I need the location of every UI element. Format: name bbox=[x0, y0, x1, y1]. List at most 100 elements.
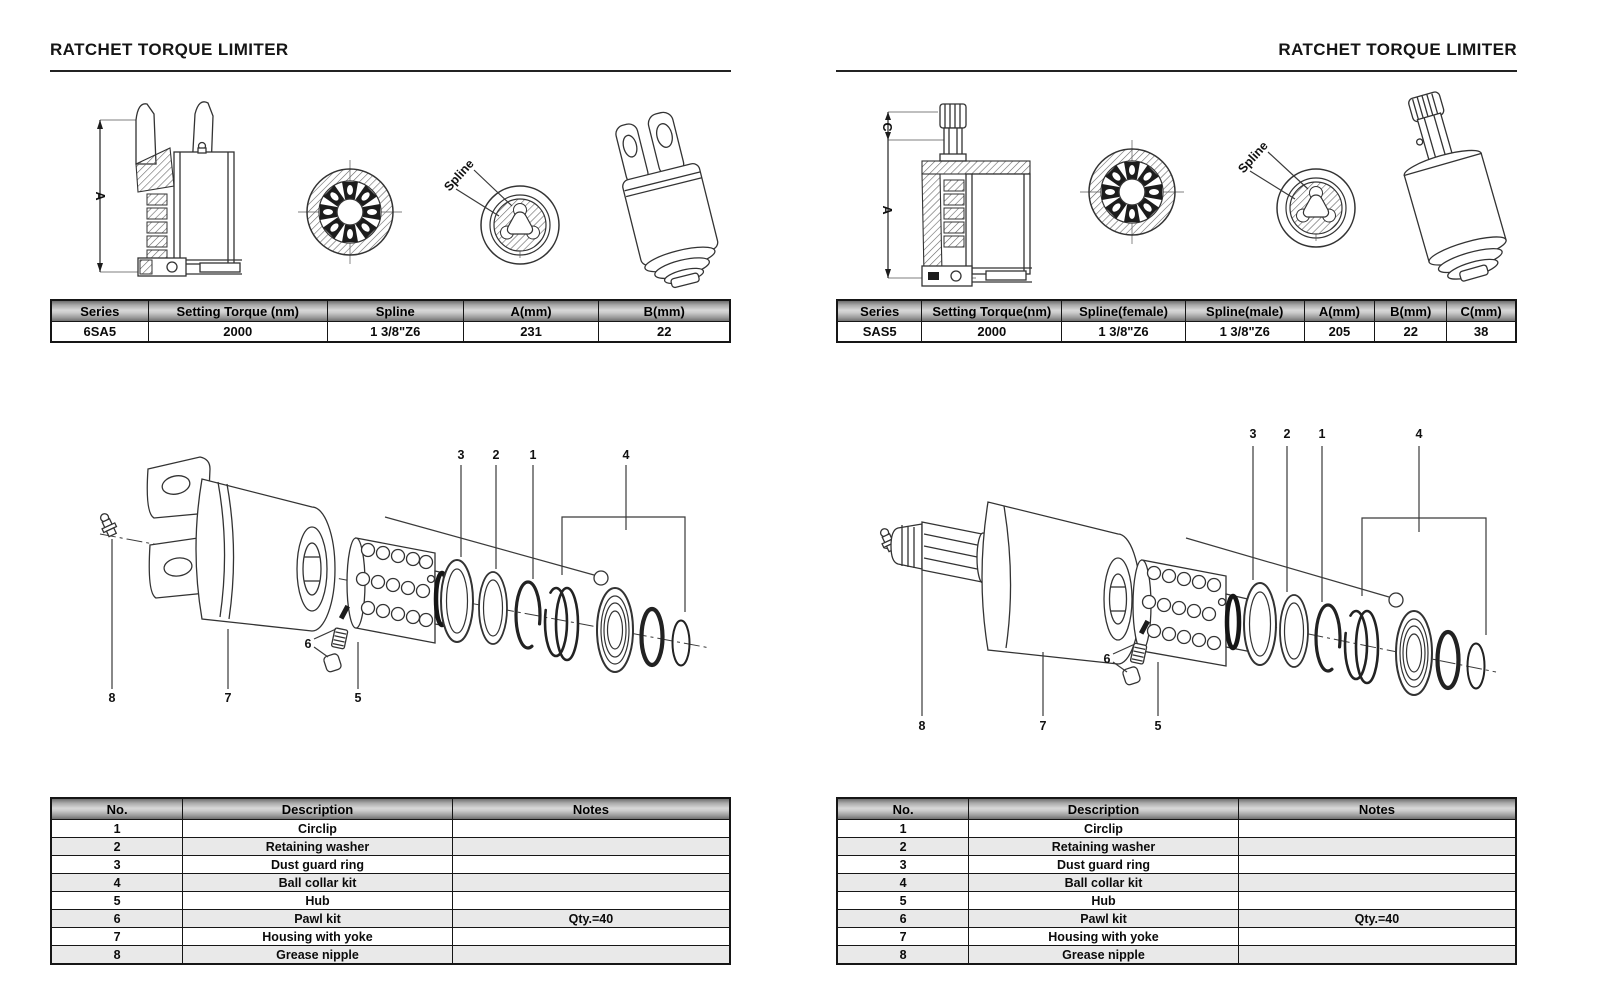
column-header: B(mm) bbox=[1374, 299, 1448, 322]
table-cell: Qty.=40 bbox=[451, 909, 731, 928]
table-cell: Ball collar kit bbox=[182, 873, 453, 892]
table-cell: Pawl kit bbox=[968, 909, 1239, 928]
table-cell: Housing with yoke bbox=[182, 927, 453, 946]
table-cell: Grease nipple bbox=[182, 945, 453, 965]
cross-section-drawing: C A bbox=[880, 103, 1032, 287]
table-cell: Housing with yoke bbox=[968, 927, 1239, 946]
table-cell: 7 bbox=[836, 927, 970, 946]
housing-with-shaft-part bbox=[890, 501, 1141, 665]
table-cell: Retaining washer bbox=[182, 837, 453, 856]
yoke-3d-drawing bbox=[615, 111, 719, 289]
shaft-cylinder-3d-drawing bbox=[1403, 91, 1507, 282]
callouts: 3 2 1 4 8 7 5 6 bbox=[919, 427, 1487, 733]
column-header: Spline(female) bbox=[1061, 299, 1186, 322]
table-cell: 1 3/8"Z6 bbox=[1061, 321, 1186, 343]
table-cell: 2000 bbox=[921, 321, 1063, 343]
dust-guard-ring-part bbox=[440, 559, 474, 643]
spline-front-view: Spline bbox=[441, 157, 560, 265]
table-cell bbox=[1237, 891, 1517, 910]
table-cell bbox=[451, 891, 731, 910]
table-cell bbox=[451, 873, 731, 892]
grease-nipple-part bbox=[99, 513, 118, 538]
column-header: B(mm) bbox=[598, 299, 731, 322]
title-rule bbox=[50, 70, 731, 72]
dim-a-label: A bbox=[93, 191, 107, 200]
panel-left: RATCHET TORQUE LIMITER A bbox=[50, 0, 731, 1000]
callout-2: 2 bbox=[1284, 427, 1291, 441]
column-header: A(mm) bbox=[1303, 299, 1376, 322]
callout-6: 6 bbox=[1104, 652, 1111, 666]
column-header: Description bbox=[182, 797, 453, 820]
cross-section-drawing: A bbox=[93, 101, 242, 277]
column-header: Notes bbox=[451, 797, 731, 820]
pawl-kit-part bbox=[323, 604, 350, 673]
table-cell bbox=[451, 945, 731, 965]
table-cell bbox=[1237, 855, 1517, 874]
table-cell: 8 bbox=[50, 945, 184, 965]
page-title: RATCHET TORQUE LIMITER bbox=[1278, 40, 1517, 59]
dim-c-label: C bbox=[880, 122, 894, 131]
callout-3: 3 bbox=[1250, 427, 1257, 441]
column-header: Description bbox=[968, 797, 1239, 820]
table-cell: 5 bbox=[50, 891, 184, 910]
ball-collar-kit-part bbox=[1343, 592, 1486, 696]
spline-label: Spline bbox=[1235, 139, 1271, 176]
circlip-part bbox=[514, 580, 542, 650]
callout-2: 2 bbox=[493, 448, 500, 462]
spline-front-view: Spline bbox=[1235, 139, 1356, 248]
callout-7: 7 bbox=[225, 691, 232, 705]
spline-label: Spline bbox=[441, 157, 477, 194]
table-cell: Retaining washer bbox=[968, 837, 1239, 856]
pawl-teeth bbox=[1102, 162, 1162, 222]
housing-with-yoke-part bbox=[146, 456, 336, 632]
hub-part bbox=[1132, 559, 1260, 667]
table-cell: 2 bbox=[836, 837, 970, 856]
table-cell: 22 bbox=[598, 321, 731, 343]
dim-a-label: A bbox=[880, 205, 894, 214]
table-cell: Grease nipple bbox=[968, 945, 1239, 965]
table-cell bbox=[1237, 873, 1517, 892]
column-header: A(mm) bbox=[462, 299, 600, 322]
table-cell: 4 bbox=[50, 873, 184, 892]
table-cell: 6SA5 bbox=[50, 321, 149, 343]
table-cell: 2000 bbox=[147, 321, 328, 343]
callout-3: 3 bbox=[458, 448, 465, 462]
table-cell: 1 bbox=[836, 819, 970, 838]
callout-8: 8 bbox=[919, 719, 926, 733]
circlip-part bbox=[1314, 603, 1342, 673]
column-header: Series bbox=[50, 299, 149, 322]
column-header: Notes bbox=[1237, 797, 1517, 820]
table-cell: 3 bbox=[50, 855, 184, 874]
callout-4: 4 bbox=[1416, 427, 1423, 441]
table-cell bbox=[1237, 819, 1517, 838]
pawl-front-view bbox=[1080, 140, 1184, 244]
table-cell: 5 bbox=[836, 891, 970, 910]
table-cell: 1 3/8"Z6 bbox=[326, 321, 464, 343]
table-cell: 2 bbox=[50, 837, 184, 856]
title-rule bbox=[836, 70, 1517, 72]
table-cell: 3 bbox=[836, 855, 970, 874]
column-header: Spline(male) bbox=[1184, 299, 1305, 322]
table-cell: Circlip bbox=[182, 819, 453, 838]
column-header: C(mm) bbox=[1446, 299, 1517, 322]
table-cell: 6 bbox=[50, 909, 184, 928]
